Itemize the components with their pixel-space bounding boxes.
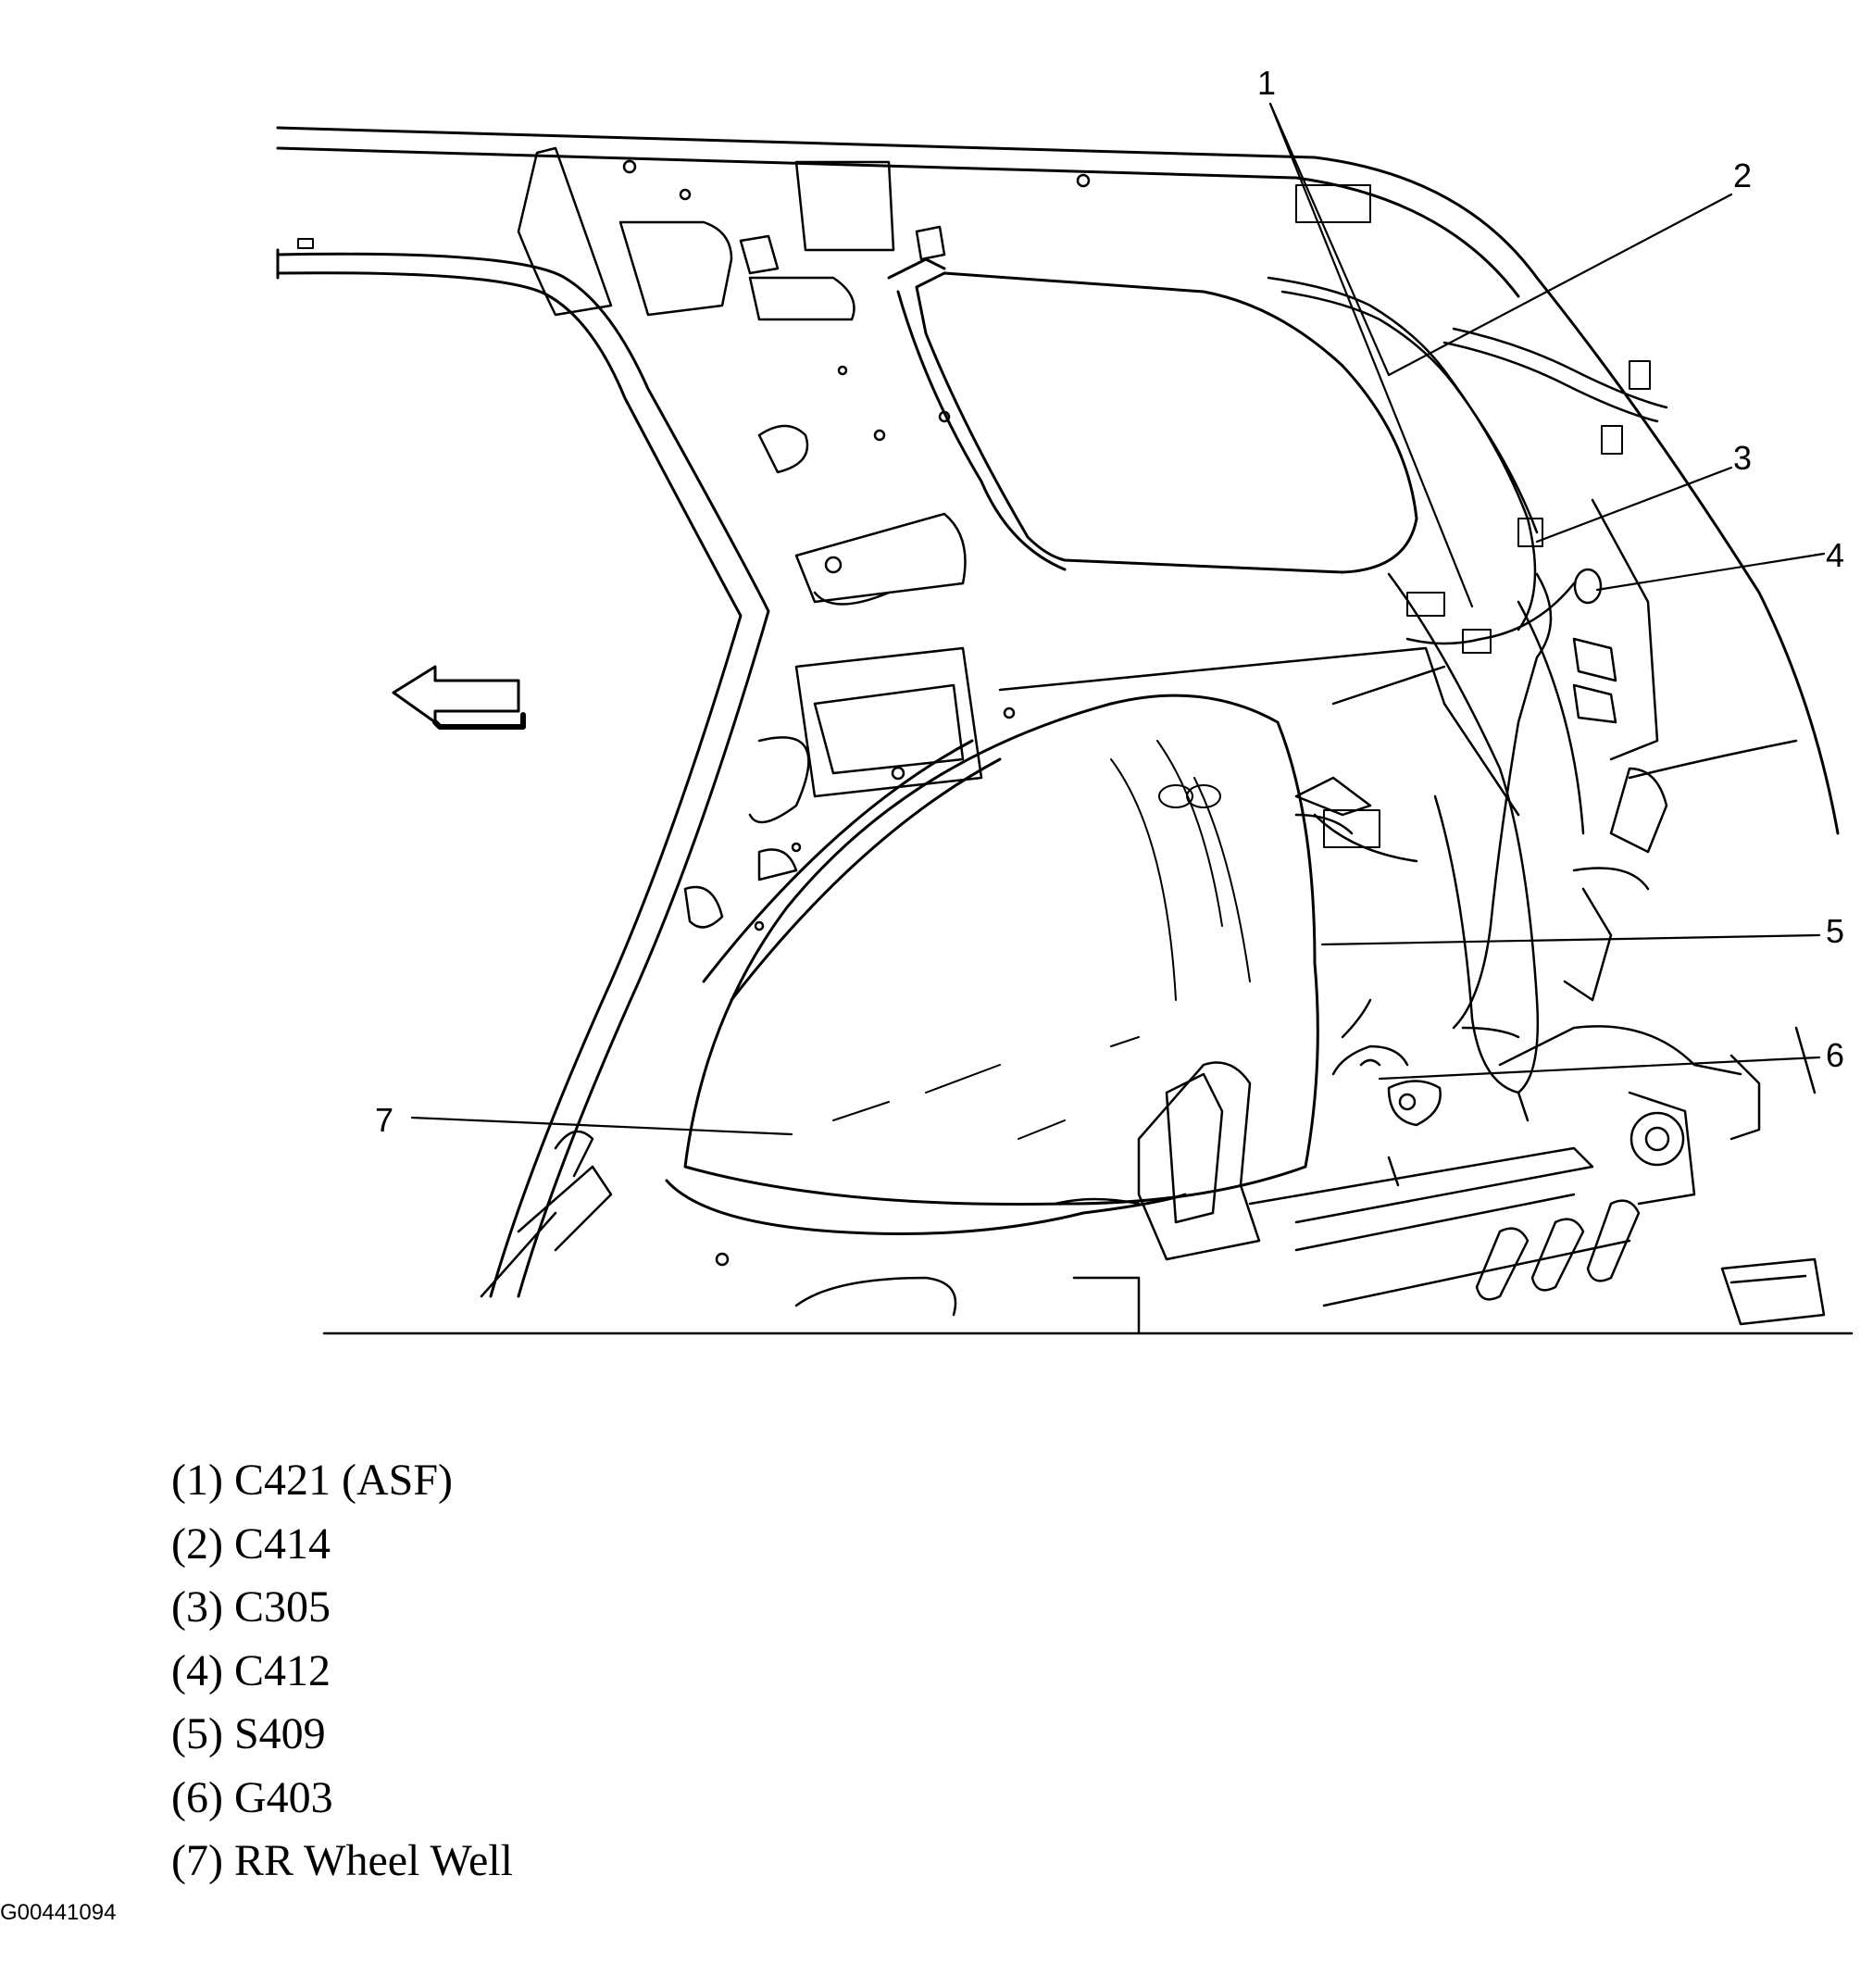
callout-6: 6: [1826, 1036, 1844, 1074]
legend-item-7: (7) RR Wheel Well: [171, 1836, 513, 1885]
rear-quarter-diagram: 1 2 3 4 5 6 7: [276, 64, 1854, 1335]
door-opening: [276, 238, 770, 1298]
legend-item-6: (6) G403: [171, 1772, 333, 1822]
callout-5: 5: [1826, 912, 1844, 950]
rear-pillar: [1387, 498, 1817, 1141]
inner-panel: [517, 146, 1520, 1267]
legend-item-1: (1) C421 (ASF): [171, 1456, 454, 1505]
callout-3: 3: [1733, 439, 1752, 477]
legend-item-2: (2) C414: [171, 1519, 331, 1569]
callout-1: 1: [1257, 64, 1276, 102]
callout-legend: (1) C421 (ASF) (2) C414 (3) C305 (4) C41…: [171, 1449, 513, 1894]
quarter-window: [887, 257, 1418, 574]
wheel-well-housing: [665, 694, 1319, 1235]
callout-numbers: 1 2 3 4 5 6 7: [375, 64, 1844, 1139]
legend-item-3: (3) C305: [171, 1582, 331, 1632]
legend-item-4: (4) C412: [171, 1645, 331, 1695]
front-arrow-left-icon: [392, 665, 526, 730]
figure-id: G00441094: [0, 1900, 117, 1925]
wiring-harness: [1267, 184, 1668, 1076]
roof-rail: [276, 126, 1840, 835]
callout-leaders: [410, 102, 1826, 1136]
callout-2: 2: [1733, 156, 1752, 194]
callout-7: 7: [375, 1101, 393, 1139]
callout-4: 4: [1826, 536, 1844, 574]
legend-item-5: (5) S409: [171, 1709, 326, 1758]
cargo-floor: [322, 1026, 1854, 1335]
